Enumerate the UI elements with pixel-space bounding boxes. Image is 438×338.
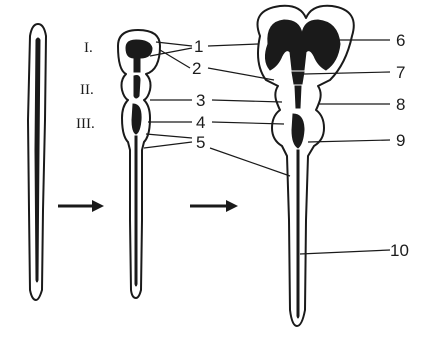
- label-7: 7: [396, 63, 405, 82]
- roman-label-1: I.: [84, 40, 93, 56]
- stage-c-mesencephalon-cavity: [295, 86, 301, 108]
- label-3: 3: [196, 91, 205, 110]
- label-2: 2: [192, 59, 201, 78]
- stage-b-hindbrain-cavity: [132, 104, 141, 134]
- label-5: 5: [196, 133, 205, 152]
- stage-b-spinal-canal: [135, 136, 137, 286]
- stage-c-diencephalon-cavity: [292, 72, 304, 84]
- stage-b-three-vesicles: [118, 30, 160, 298]
- arrow-stage-a-to-b: [58, 200, 104, 212]
- label-6: 6: [396, 31, 405, 50]
- arrow-stage-b-to-c: [190, 200, 238, 212]
- stage-b-midbrain-cavity: [134, 76, 140, 99]
- stage-c-five-vesicles: [258, 6, 354, 326]
- roman-label-3: III.: [76, 116, 95, 132]
- label-9: 9: [396, 131, 405, 150]
- label-10: 10: [390, 241, 409, 260]
- label-8: 8: [396, 95, 405, 114]
- roman-label-2: II.: [80, 82, 94, 98]
- stage-c-spinal-canal: [297, 150, 299, 318]
- label-1: 1: [194, 37, 203, 56]
- label-4: 4: [196, 113, 205, 132]
- stage-a-neural-tube: [28, 24, 46, 300]
